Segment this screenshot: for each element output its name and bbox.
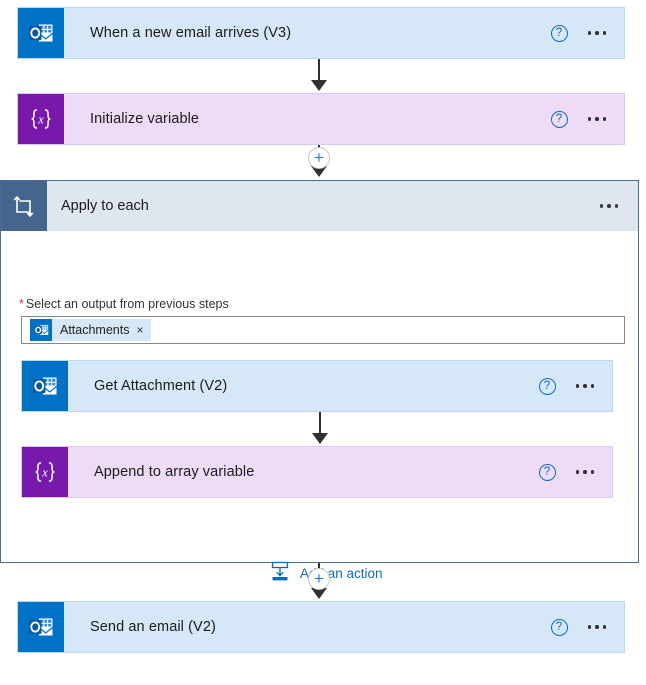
scope-title: Apply to each <box>61 198 149 214</box>
flow-card-send-an-email[interactable]: Send an email (V2) ? <box>17 601 625 653</box>
insert-step-button[interactable]: + <box>308 147 330 169</box>
close-icon[interactable]: × <box>136 323 144 337</box>
insert-action-icon <box>269 560 291 587</box>
field-label-text: Select an output from previous steps <box>25 297 229 311</box>
help-icon[interactable]: ? <box>550 618 568 636</box>
card-actions: ? <box>550 602 625 652</box>
token-label: Attachments <box>60 323 130 337</box>
help-icon[interactable]: ? <box>550 24 568 42</box>
card-actions: ? <box>550 8 625 58</box>
ellipsis-icon[interactable] <box>584 111 611 127</box>
ellipsis-icon[interactable] <box>584 25 611 41</box>
token-attachments[interactable]: Attachments × <box>30 319 151 341</box>
connector-arrowhead <box>311 588 327 599</box>
card-title: When a new email arrives (V3) <box>90 25 292 41</box>
select-output-input[interactable]: Attachments × <box>21 316 625 344</box>
required-marker: * <box>19 297 24 311</box>
variable-braces-icon: x <box>22 447 68 497</box>
help-icon[interactable]: ? <box>538 463 556 481</box>
scope-apply-to-each[interactable]: Apply to each *Select an output from pre… <box>0 180 639 581</box>
loop-repeat-icon <box>1 181 47 231</box>
outlook-icon <box>22 361 68 411</box>
scope-header[interactable]: Apply to each <box>1 181 638 231</box>
ellipsis-icon[interactable] <box>572 378 599 394</box>
svg-text:x: x <box>37 113 44 127</box>
variable-braces-icon: x <box>18 94 64 144</box>
field-label-select-output: *Select an output from previous steps <box>19 297 229 311</box>
flow-card-initialize-variable[interactable]: x Initialize variable ? <box>17 93 625 145</box>
help-icon[interactable]: ? <box>538 377 556 395</box>
scope-actions <box>596 181 639 231</box>
svg-text:x: x <box>41 466 48 480</box>
help-icon[interactable]: ? <box>550 110 568 128</box>
outlook-icon <box>18 8 64 58</box>
outlook-icon <box>30 319 52 341</box>
card-title: Initialize variable <box>90 111 200 127</box>
connector-line <box>319 412 321 440</box>
insert-step-button[interactable]: + <box>308 568 330 590</box>
scope-body: *Select an output from previous steps <box>1 231 638 581</box>
connector-arrowhead <box>312 433 328 444</box>
flow-card-trigger[interactable]: When a new email arrives (V3) ? <box>17 7 625 59</box>
card-title: Append to array variable <box>94 464 255 480</box>
connector-arrowhead <box>311 166 327 177</box>
connector-arrowhead <box>311 80 327 91</box>
ellipsis-icon[interactable] <box>572 464 599 480</box>
flow-card-append-to-array-variable[interactable]: x Append to array variable ? <box>21 446 613 498</box>
outlook-icon <box>18 602 64 652</box>
card-actions: ? <box>550 94 625 144</box>
ellipsis-icon[interactable] <box>596 198 623 214</box>
card-title: Send an email (V2) <box>90 619 216 635</box>
card-title: Get Attachment (V2) <box>94 378 228 394</box>
card-actions: ? <box>538 361 613 411</box>
ellipsis-icon[interactable] <box>584 619 611 635</box>
card-actions: ? <box>538 447 613 497</box>
flow-card-get-attachment[interactable]: Get Attachment (V2) ? <box>21 360 613 412</box>
connector-line <box>318 59 320 87</box>
